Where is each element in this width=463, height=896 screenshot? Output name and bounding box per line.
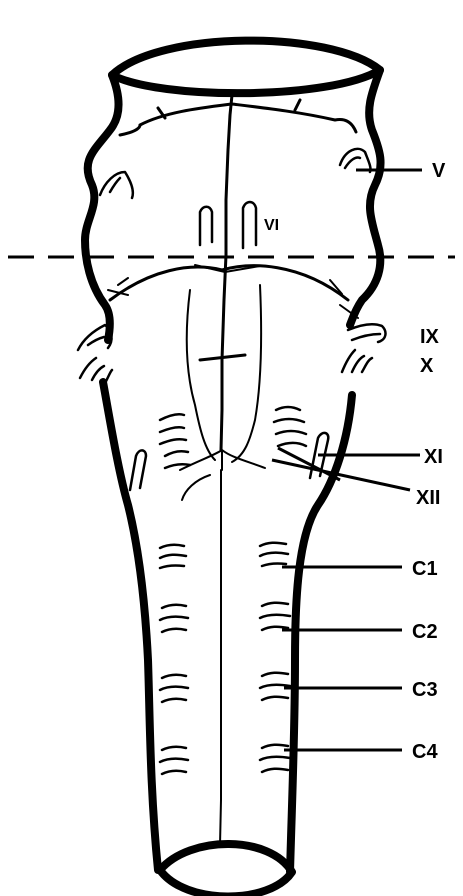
- cn-ix-right-root: [348, 324, 385, 342]
- label-xi: XI: [424, 446, 443, 468]
- label-v: V: [432, 160, 446, 182]
- c1-right-rootlets: [260, 543, 288, 566]
- cn-vi-left-root: [200, 207, 212, 245]
- junction-branches: [108, 265, 358, 318]
- c3-right-rootlets: [260, 673, 290, 700]
- label-c2: C2: [412, 621, 438, 643]
- c1-left-rootlets: [160, 545, 186, 568]
- spinal-midline: [220, 470, 221, 845]
- label-x: X: [420, 355, 434, 377]
- c4-left-rootlets: [160, 747, 188, 774]
- c2-right-rootlets: [260, 603, 290, 630]
- label-ix: IX: [420, 326, 440, 348]
- label-vi: VI: [264, 217, 279, 234]
- spinal-cord-cut-surface: [160, 844, 292, 896]
- c3-left-rootlets: [160, 675, 188, 702]
- pons-left-outline: [85, 75, 119, 340]
- cn-xii-left-rootlets: [160, 414, 190, 468]
- pons-right-outline: [350, 70, 381, 325]
- c2-left-rootlets: [160, 605, 188, 632]
- medulla-left-outline: [103, 382, 158, 870]
- cn-vi-right-root: [243, 202, 256, 248]
- cn-xi-left-root: [130, 450, 146, 490]
- label-c4: C4: [412, 741, 438, 763]
- decussation-lines: [180, 450, 265, 500]
- cn-v-left-root: [100, 172, 133, 198]
- midbrain-cut-surface: [112, 41, 380, 94]
- left-pyramid-line: [187, 290, 215, 460]
- label-xii: XII: [416, 487, 440, 509]
- right-pyramid-line: [232, 285, 261, 462]
- label-c1: C1: [412, 558, 438, 580]
- label-c3: C3: [412, 679, 438, 701]
- cn-xii-right-rootlets: [274, 407, 306, 446]
- cn-x-left-root: [80, 358, 112, 385]
- upper-vessel-branches: [120, 100, 356, 135]
- cn-x-right-root: [342, 350, 372, 372]
